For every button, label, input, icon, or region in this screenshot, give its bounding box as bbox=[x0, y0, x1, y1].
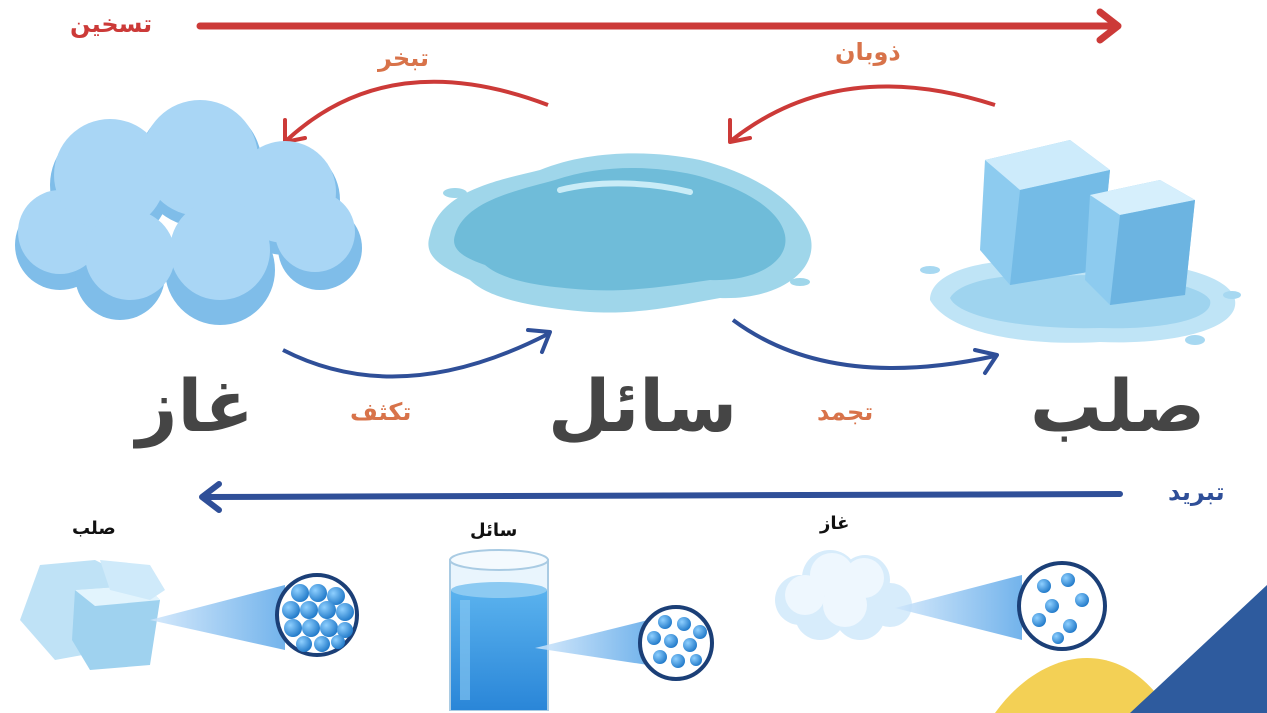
particle-label-gas: غاز bbox=[820, 513, 850, 534]
glass-of-water-icon bbox=[449, 549, 549, 711]
solid-beam bbox=[150, 585, 285, 650]
particle-label-liquid: سائل bbox=[470, 520, 518, 541]
heating-label: تسخين bbox=[70, 10, 153, 38]
freezing-arrow bbox=[731, 318, 999, 375]
melting-label: ذوبان bbox=[835, 38, 901, 66]
liquid-beam bbox=[535, 620, 648, 665]
condensation-arrow bbox=[282, 328, 552, 379]
gas-particle-circle bbox=[1017, 561, 1107, 651]
freezing-label: تجمد bbox=[817, 398, 874, 426]
liquid-particle-circle bbox=[638, 605, 714, 681]
cooling-arrow bbox=[199, 481, 1123, 513]
heating-arrow bbox=[196, 8, 1122, 44]
ice-cubes-icon bbox=[920, 140, 1241, 345]
small-cloud-icon bbox=[775, 550, 912, 640]
state-label-solid: صلب bbox=[1030, 364, 1206, 448]
solid-particle-circle bbox=[275, 573, 359, 657]
particle-label-solid: صلب bbox=[72, 518, 116, 539]
condensation-label: تكثف bbox=[350, 398, 412, 426]
state-label-gas: غاز bbox=[136, 364, 254, 448]
cooling-label: تبريد bbox=[1168, 478, 1225, 506]
water-puddle-icon bbox=[428, 153, 812, 313]
melting-arrow bbox=[728, 84, 996, 144]
state-label-liquid: سائل bbox=[548, 364, 738, 448]
evaporation-label: تبخر bbox=[378, 44, 430, 72]
small-ice-icon bbox=[20, 560, 165, 670]
corner-decoration bbox=[995, 585, 1267, 713]
cloud-icon bbox=[15, 100, 362, 325]
gas-beam bbox=[895, 575, 1022, 640]
evaporation-arrow bbox=[283, 79, 549, 144]
